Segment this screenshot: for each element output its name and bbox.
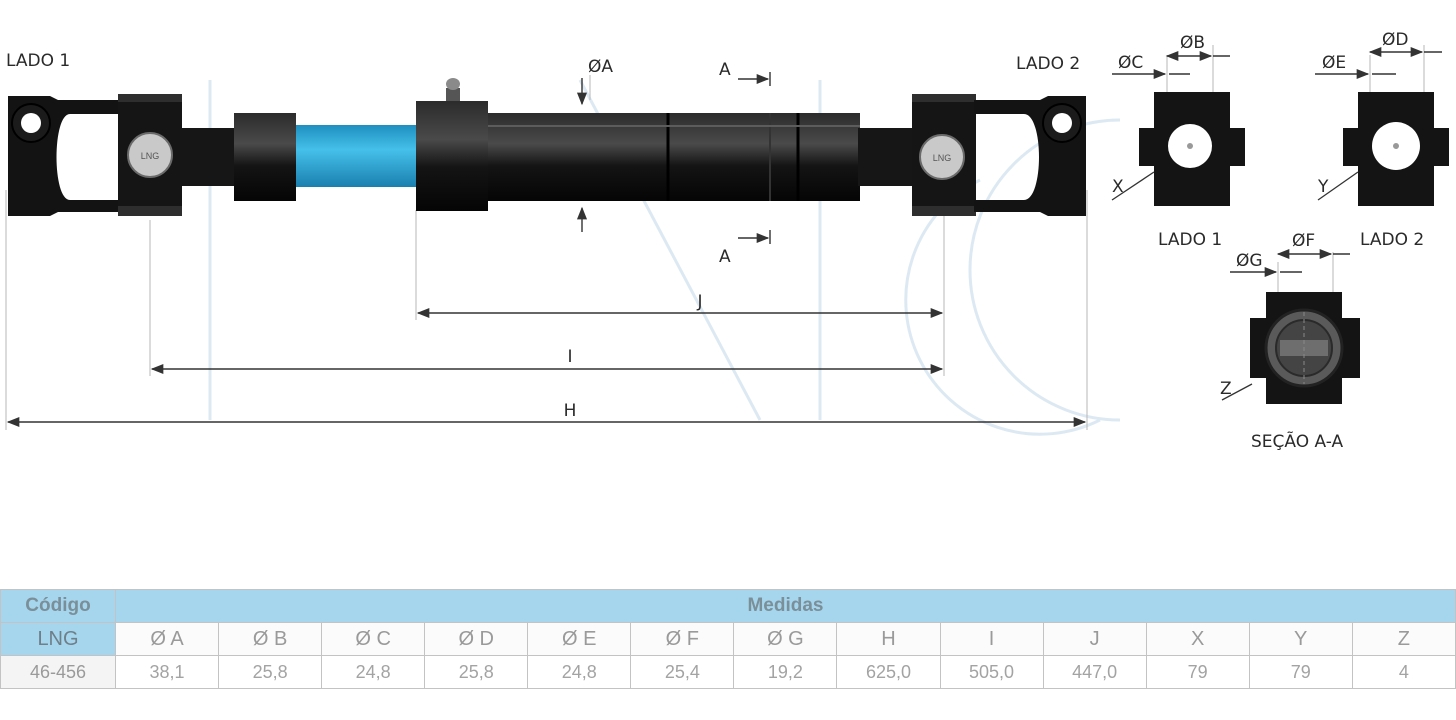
table-row: 46-456 38,1 25,8 24,8 25,8 24,8 25,4 19,… bbox=[0, 655, 1456, 689]
label-dia-c: ØC bbox=[1118, 53, 1143, 73]
value-cell: 625,0 bbox=[836, 655, 941, 689]
label-dia-f: ØF bbox=[1292, 231, 1315, 251]
value-cell: 4 bbox=[1351, 655, 1456, 689]
table-header-row: Código Medidas bbox=[0, 589, 1456, 623]
label-side-1-detail: LADO 1 bbox=[1158, 230, 1222, 250]
column-header: I bbox=[939, 622, 1044, 656]
spec-table: Código Medidas LNG Ø A Ø B Ø C Ø D Ø E Ø… bbox=[0, 589, 1456, 689]
column-header: Z bbox=[1351, 622, 1456, 656]
value-cell: 505,0 bbox=[939, 655, 1044, 689]
column-header: X bbox=[1145, 622, 1250, 656]
value-cell: 24,8 bbox=[321, 655, 426, 689]
detail-section-a-a: ØG ØF Z SEÇÃO A-A bbox=[1220, 231, 1360, 452]
extension-lines bbox=[5, 45, 1425, 430]
section-mark-top: A bbox=[719, 60, 731, 80]
value-cell: 447,0 bbox=[1042, 655, 1147, 689]
column-header: Ø G bbox=[733, 622, 838, 656]
column-header: Ø F bbox=[630, 622, 735, 656]
driveshaft: LNG LNG bbox=[8, 78, 1086, 216]
value-cell: 25,4 bbox=[630, 655, 735, 689]
column-header: Y bbox=[1248, 622, 1353, 656]
value-cell: 38,1 bbox=[114, 655, 220, 689]
label-dia-d: ØD bbox=[1382, 30, 1408, 50]
label-side-2-detail: LADO 2 bbox=[1360, 230, 1424, 250]
collar-left bbox=[234, 113, 296, 201]
yoke-side-1: LNG bbox=[8, 94, 182, 216]
dimension-dia-a: ØA bbox=[576, 57, 613, 232]
slip-collar bbox=[416, 101, 488, 211]
column-header: J bbox=[1042, 622, 1147, 656]
label-dia-b: ØB bbox=[1180, 33, 1205, 53]
dimension-i: I bbox=[150, 347, 944, 375]
code-header: Código bbox=[0, 589, 116, 623]
label-dia-a: ØA bbox=[588, 57, 613, 77]
label-len-j: J bbox=[696, 292, 702, 312]
grease-fitting bbox=[446, 78, 460, 104]
label-dia-g: ØG bbox=[1236, 251, 1263, 271]
column-header: Ø A bbox=[114, 622, 220, 656]
section-mark-bottom: A bbox=[719, 247, 731, 267]
value-cell: 25,8 bbox=[424, 655, 529, 689]
value-cell: 24,8 bbox=[527, 655, 632, 689]
label-part-z: Z bbox=[1220, 379, 1232, 399]
label-part-x: X bbox=[1112, 177, 1124, 197]
dimension-j: J bbox=[416, 292, 944, 319]
detail-side-1: ØC ØB X LADO 1 bbox=[1111, 33, 1245, 250]
column-header: Ø C bbox=[321, 622, 426, 656]
column-header: Ø E bbox=[527, 622, 632, 656]
column-header: Ø B bbox=[218, 622, 323, 656]
neck-right bbox=[858, 128, 918, 186]
logo-cap-left: LNG bbox=[141, 151, 160, 161]
label-len-i: I bbox=[567, 347, 572, 367]
value-cell: 25,8 bbox=[218, 655, 323, 689]
label-dia-e: ØE bbox=[1322, 53, 1346, 73]
neck-left bbox=[180, 128, 238, 186]
driveshaft-technical-drawing: LNG LNG bbox=[5, 30, 1449, 452]
label-side-1: LADO 1 bbox=[6, 51, 70, 71]
part-code-cell: 46-456 bbox=[0, 655, 116, 689]
yoke-side-2: LNG bbox=[912, 94, 1086, 216]
detail-side-2: ØE ØD Y LADO 2 bbox=[1315, 30, 1449, 250]
label-len-h: H bbox=[564, 401, 577, 421]
inner-tube bbox=[296, 125, 418, 187]
column-header: Ø D bbox=[424, 622, 529, 656]
column-header: H bbox=[836, 622, 941, 656]
value-cell: 79 bbox=[1248, 655, 1353, 689]
value-cell: 19,2 bbox=[733, 655, 838, 689]
dimension-h: H bbox=[6, 401, 1087, 428]
label-side-2: LADO 2 bbox=[1016, 54, 1080, 74]
value-cell: 79 bbox=[1145, 655, 1250, 689]
label-section: SEÇÃO A-A bbox=[1251, 430, 1344, 452]
table-columns-row: LNG Ø A Ø B Ø C Ø D Ø E Ø F Ø G H I J X … bbox=[0, 622, 1456, 656]
label-part-y: Y bbox=[1317, 177, 1329, 197]
section-cut-marks: A A bbox=[719, 60, 771, 267]
logo-cap-right: LNG bbox=[933, 153, 952, 163]
brand-cell: LNG bbox=[0, 622, 116, 656]
measures-header: Medidas bbox=[115, 589, 1456, 623]
